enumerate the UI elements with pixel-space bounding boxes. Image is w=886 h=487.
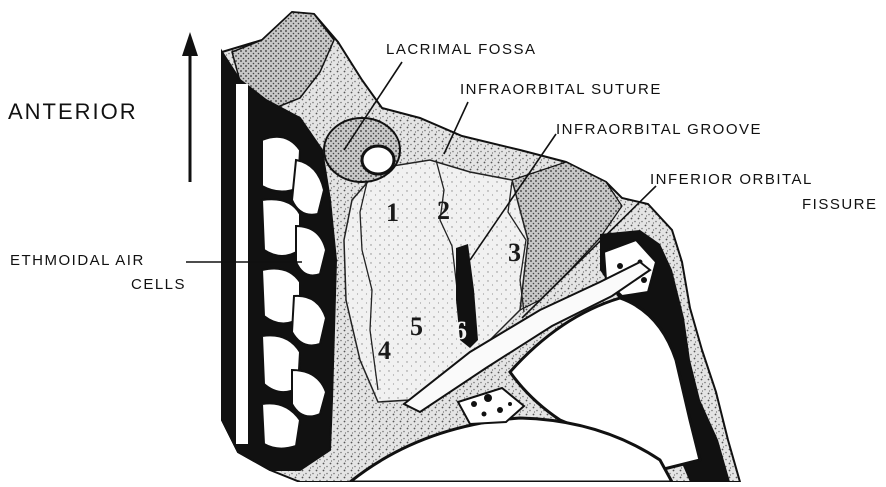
ethmoidal-label-line1: ETHMOIDAL AIR [10, 253, 145, 268]
anterior-label: ANTERIOR [8, 101, 138, 123]
region-number-4: 4 [378, 338, 391, 364]
region-number-2: 2 [437, 198, 450, 224]
region-number-6: 6 [454, 318, 467, 344]
lacrimal-fossa-label: LACRIMAL FOSSA [386, 42, 536, 57]
infraorbital-groove-label: INFRAORBITAL GROOVE [556, 122, 762, 137]
inferior-orbital-label-line1: INFERIOR ORBITAL [650, 172, 813, 187]
ethmoidal-label-line2: CELLS [131, 277, 186, 292]
region-number-3: 3 [508, 240, 521, 266]
anterior-arrow-icon [182, 32, 198, 182]
region-number-1: 1 [386, 200, 399, 226]
inferior-orbital-label-line2: FISSURE [802, 197, 878, 212]
infraorbital-suture-label: INFRAORBITAL SUTURE [460, 82, 662, 97]
lacrimal-fossa-shape [324, 118, 400, 182]
region-number-5: 5 [410, 314, 423, 340]
